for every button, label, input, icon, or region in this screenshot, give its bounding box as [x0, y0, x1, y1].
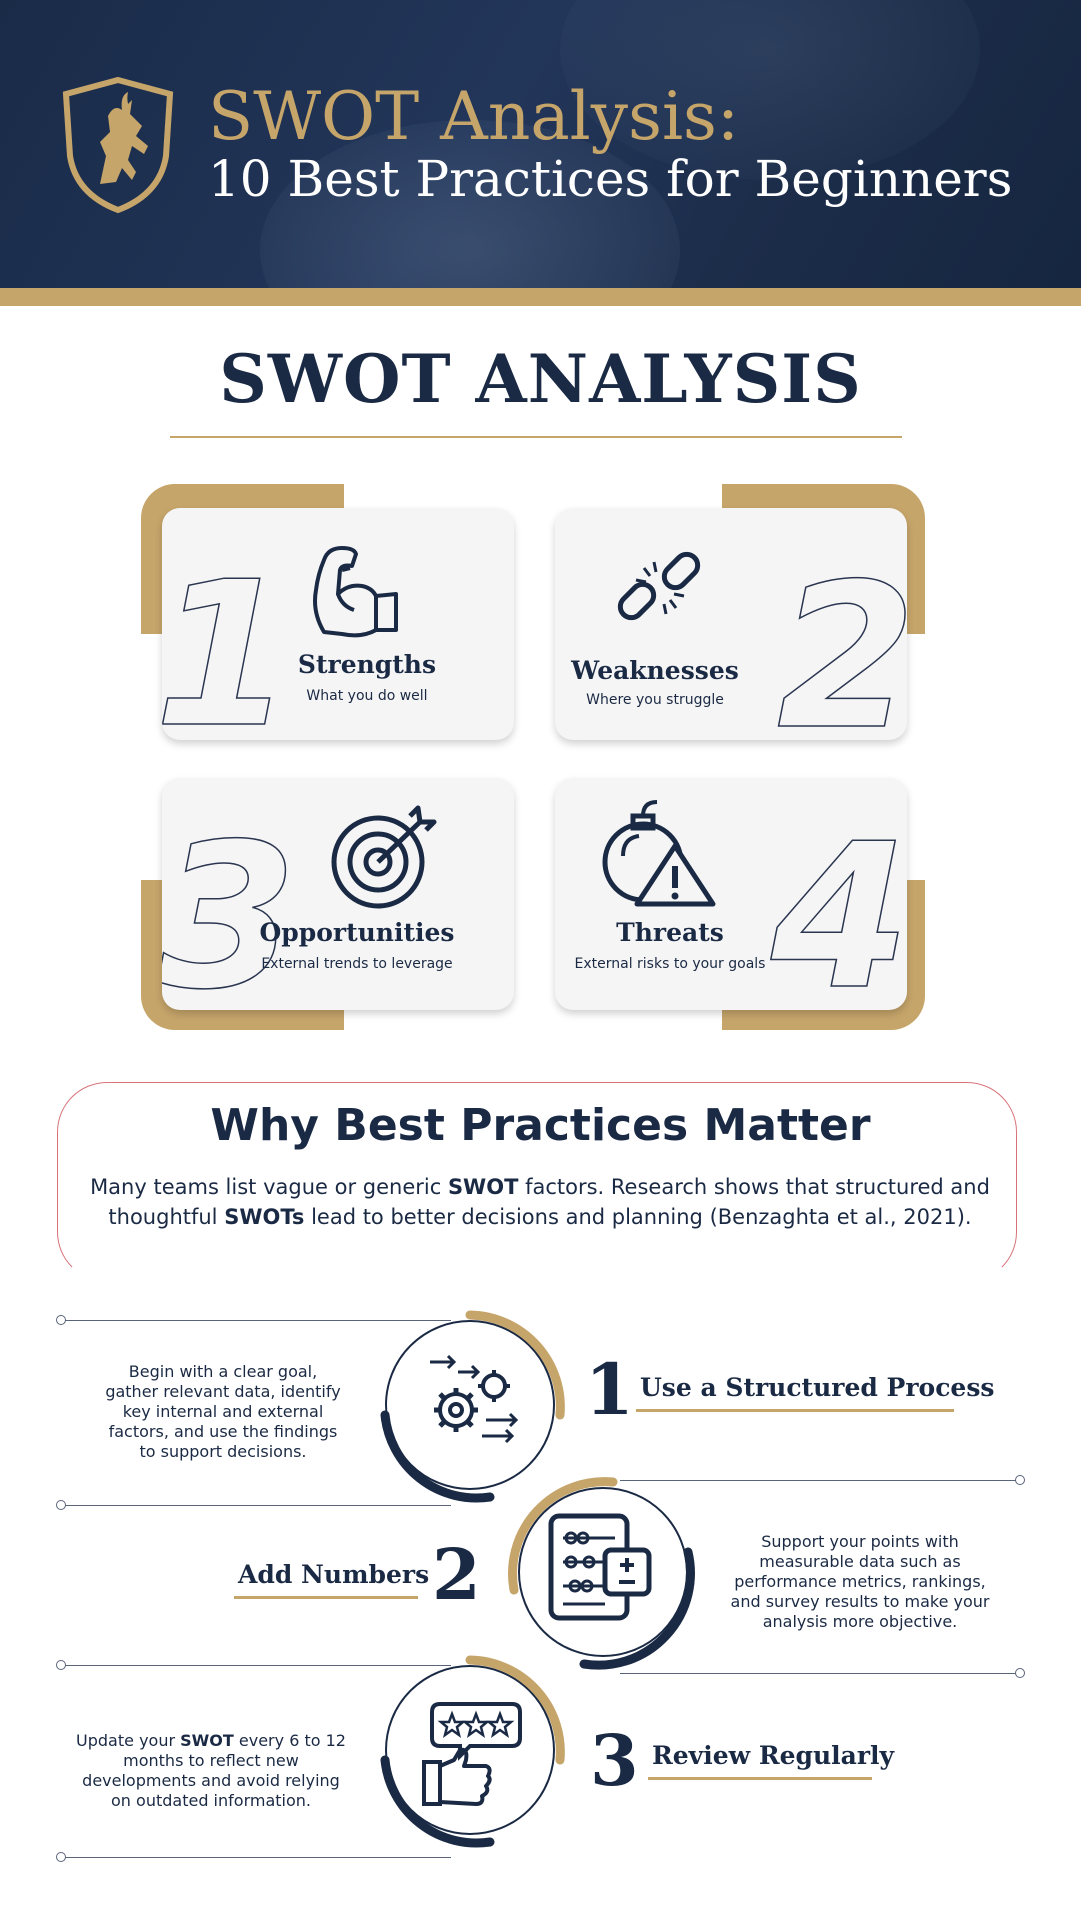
connector-dot	[1015, 1668, 1025, 1678]
card-subtitle: Where you struggle	[586, 692, 724, 708]
connector-dot	[56, 1500, 66, 1510]
swot-card-opportunities: 3 Opportunities External trends to lever…	[162, 778, 514, 1010]
broken-chain-icon	[617, 551, 701, 621]
target-icon	[331, 805, 437, 909]
card-number: 2	[776, 541, 907, 740]
connector-line	[620, 1673, 1020, 1674]
why-paragraph: Many teams list vague or generic SWOT fa…	[90, 1175, 990, 1229]
step-3-description: Update your SWOT every 6 to 12 months to…	[76, 1731, 346, 1810]
connector-line	[620, 1480, 1020, 1481]
header-gold-band	[0, 288, 1081, 306]
card-title: Weaknesses	[571, 656, 739, 685]
card-number: 1	[162, 539, 294, 740]
step-3-label: Review Regularly	[652, 1741, 895, 1770]
why-title: Why Best Practices Matter	[210, 1100, 871, 1151]
step-1-underline	[636, 1409, 954, 1412]
card-subtitle: External trends to leverage	[261, 956, 453, 972]
step-2-description: Support your points with measurable data…	[730, 1532, 990, 1631]
connector-dot	[56, 1852, 66, 1862]
swot-card-strengths: 1 Strengths What you do well	[162, 508, 514, 740]
swot-card-weaknesses: 2 Weaknesses Where you struggle	[555, 508, 907, 740]
step-2-underline	[234, 1596, 418, 1599]
bomb-warning-icon	[602, 800, 716, 907]
connector-dot	[56, 1315, 66, 1325]
step-1-number: 1	[585, 1348, 634, 1431]
connector-line	[61, 1320, 451, 1321]
connector-dot	[56, 1660, 66, 1670]
why-box-frame	[57, 1082, 1017, 1282]
gears-process-icon	[430, 1354, 519, 1444]
card-title: Opportunities	[259, 918, 455, 947]
step-3-underline	[648, 1777, 872, 1780]
page-title: SWOT ANALYSIS	[219, 340, 862, 418]
connector-line	[61, 1665, 451, 1666]
card-subtitle: What you do well	[306, 688, 428, 704]
header-banner	[0, 0, 1081, 288]
thumbs-up-rating-icon	[422, 1702, 522, 1806]
connector-line	[61, 1505, 451, 1506]
flexed-arm-icon	[313, 546, 398, 638]
header-title: SWOT Analysis:	[208, 78, 740, 155]
step-3-ring	[380, 1655, 565, 1848]
step-1-label: Use a Structured Process	[640, 1373, 995, 1402]
connector-dot	[1015, 1475, 1025, 1485]
header-subtitle: 10 Best Practices for Beginners	[208, 150, 1013, 208]
title-divider	[170, 436, 902, 438]
swot-card-threats: 4 Threats External risks to your goals	[555, 778, 907, 1010]
step-2-label: Add Numbers	[238, 1560, 430, 1589]
card-number: 3	[162, 801, 298, 1010]
card-title: Strengths	[297, 650, 437, 679]
card-title: Threats	[616, 918, 724, 947]
goat-shield-icon	[62, 76, 174, 214]
card-number: 4	[770, 801, 907, 1010]
step-2-number: 2	[432, 1533, 481, 1616]
step-3-number: 3	[590, 1719, 639, 1802]
step-1-description: Begin with a clear goal, gather relevant…	[105, 1362, 341, 1461]
abacus-calculator-icon	[548, 1513, 652, 1621]
connector-line	[61, 1857, 451, 1858]
card-subtitle: External risks to your goals	[574, 956, 766, 972]
